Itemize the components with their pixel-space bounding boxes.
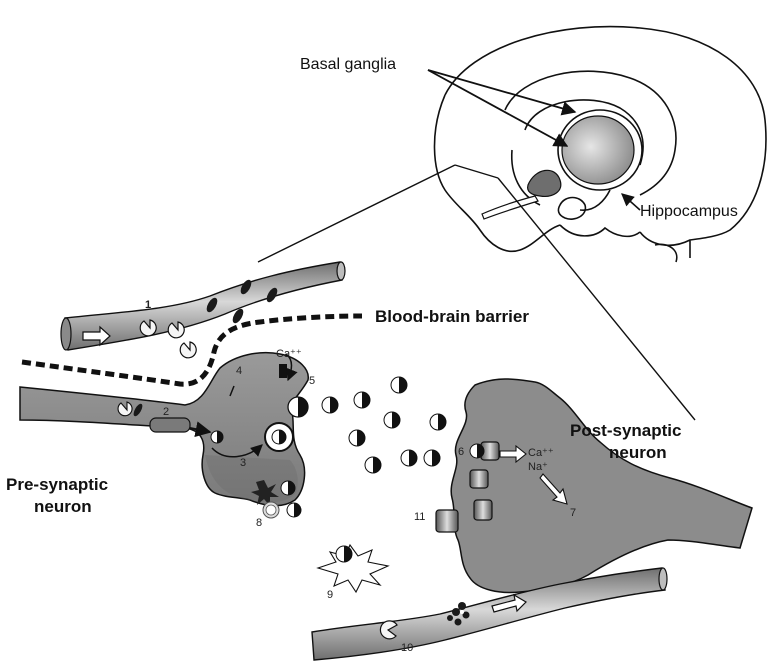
hippocampus-arrow [622, 194, 640, 210]
post-synaptic-label-1: Post-synaptic [570, 421, 681, 440]
receptor-channel-11 [436, 510, 458, 532]
step-number-10: 10 [401, 642, 413, 654]
enzyme-capsule [150, 418, 190, 432]
receptor-channel-6 [470, 442, 499, 460]
basal-ganglia [558, 110, 642, 190]
degradation-burst [318, 545, 388, 592]
cleft-dopamine-molecule [384, 412, 400, 428]
receptor-channel-b [470, 470, 488, 488]
calcium-label-top: Ca⁺⁺ [276, 348, 302, 360]
hippocampus-label: Hippocampus [640, 203, 738, 220]
post-synaptic-neuron [451, 379, 752, 593]
step-number-5: 5 [309, 375, 315, 387]
zoom-line-left [258, 165, 455, 262]
cleft-dopamine-molecule [365, 457, 381, 473]
sodium-label-post: Na⁺ [528, 461, 548, 473]
degraded-molecule [336, 546, 352, 562]
step-number-8: 8 [256, 517, 262, 529]
blood-brain-barrier-label: Blood-brain barrier [375, 307, 529, 326]
synaptic-vesicle [265, 423, 293, 451]
hippocampus [482, 170, 561, 219]
cleft-dopamine-molecule [322, 397, 338, 413]
step-number-9: 9 [327, 589, 333, 601]
cleft-dopamine-molecule [349, 430, 365, 446]
cleft-dopamine-molecule [391, 377, 407, 393]
step-number-11: 11 [414, 511, 425, 523]
pre-synaptic-label-1: Pre-synaptic [6, 475, 108, 494]
zoom-line-top [455, 165, 498, 178]
post-synaptic-label-2: neuron [609, 443, 667, 462]
cleft-dopamine-molecules [322, 377, 446, 473]
exocytosis-site [288, 397, 308, 417]
pre-synaptic-shading [205, 455, 298, 502]
step-number-7: 7 [570, 507, 576, 519]
step-number-1: 1 [145, 299, 151, 311]
dopamine-molecule-inner [211, 431, 223, 443]
cleft-dopamine-molecule [424, 450, 440, 466]
cleft-dopamine-molecule [354, 392, 370, 408]
cleft-dopamine-molecule [430, 414, 446, 430]
step-number-6: 6 [458, 446, 464, 458]
cleft-dopamine-molecule [401, 450, 417, 466]
step-number-3: 3 [240, 457, 246, 469]
receptor-channel-c [474, 500, 492, 520]
calcium-label-post: Ca⁺⁺ [528, 447, 554, 459]
step-number-2: 2 [163, 406, 169, 418]
basal-ganglia-label: Basal ganglia [300, 56, 396, 73]
step-number-4: 4 [236, 365, 242, 377]
pre-synaptic-label-2: neuron [34, 497, 92, 516]
